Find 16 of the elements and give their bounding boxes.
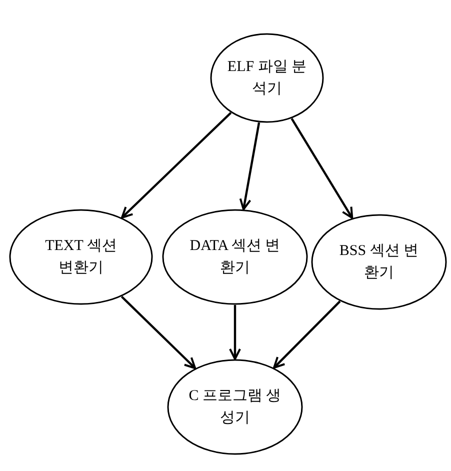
process-ellipse xyxy=(167,359,303,455)
process-ellipse xyxy=(210,33,324,123)
node-label: BSS 섹션 변환기 xyxy=(339,242,419,283)
arrow xyxy=(273,300,341,369)
node-label: ELF 파일 분석기 xyxy=(227,58,307,99)
process-ellipse xyxy=(162,209,308,305)
process-ellipse xyxy=(311,214,447,310)
arrow xyxy=(290,118,354,219)
arrow xyxy=(121,112,232,219)
node-label: DATA 섹션 변환기 xyxy=(188,237,282,278)
arrow xyxy=(120,296,196,370)
arrow xyxy=(229,305,241,360)
node-label: TEXT 섹션 변환기 xyxy=(44,237,118,278)
process-ellipse xyxy=(9,209,153,305)
node-label: C 프로그램 생성기 xyxy=(188,387,282,428)
arrow xyxy=(239,122,260,210)
